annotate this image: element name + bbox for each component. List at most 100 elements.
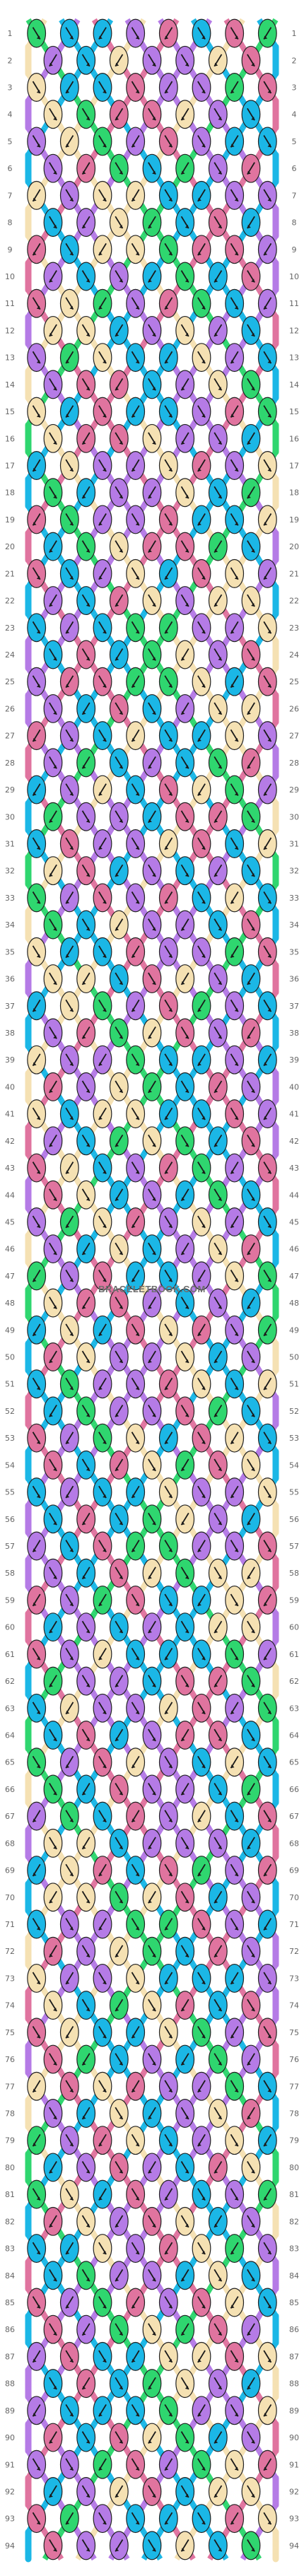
knot[interactable] (43, 1991, 63, 2020)
knot[interactable] (126, 2288, 146, 2317)
knot[interactable] (126, 1693, 146, 1723)
knot[interactable] (208, 2369, 228, 2399)
knot[interactable] (142, 2531, 162, 2560)
knot[interactable] (43, 856, 63, 886)
knot[interactable] (158, 937, 178, 966)
knot[interactable] (109, 153, 129, 183)
knot[interactable] (59, 721, 79, 751)
knot[interactable] (109, 478, 129, 508)
knot[interactable] (109, 1504, 129, 1534)
knot[interactable] (175, 2423, 195, 2452)
knot[interactable] (27, 558, 47, 588)
knot[interactable] (76, 1450, 96, 1480)
knot[interactable] (257, 937, 277, 966)
knot[interactable] (225, 180, 245, 210)
knot[interactable] (59, 2071, 79, 2101)
knot[interactable] (43, 478, 63, 508)
knot[interactable] (93, 127, 112, 156)
knot[interactable] (158, 829, 178, 858)
knot[interactable] (175, 964, 195, 994)
knot[interactable] (109, 208, 129, 238)
knot[interactable] (192, 73, 211, 103)
knot[interactable] (158, 1369, 178, 1399)
knot[interactable] (43, 423, 63, 453)
knot[interactable] (208, 2206, 228, 2236)
knot[interactable] (175, 532, 195, 561)
knot[interactable] (175, 2099, 195, 2128)
knot[interactable] (192, 1477, 211, 1507)
knot[interactable] (225, 721, 245, 751)
knot[interactable] (175, 1666, 195, 1696)
knot[interactable] (76, 208, 96, 238)
knot[interactable] (93, 667, 112, 696)
knot[interactable] (93, 1369, 112, 1399)
knot[interactable] (27, 288, 47, 318)
knot[interactable] (208, 2314, 228, 2344)
knot[interactable] (208, 2423, 228, 2452)
knot[interactable] (241, 856, 261, 886)
knot[interactable] (43, 1774, 63, 1804)
knot[interactable] (109, 1342, 129, 1372)
knot[interactable] (142, 1991, 162, 2020)
knot[interactable] (175, 802, 195, 831)
knot[interactable] (241, 100, 261, 129)
knot[interactable] (142, 1288, 162, 1318)
knot[interactable] (59, 18, 79, 48)
knot[interactable] (142, 1342, 162, 1372)
knot[interactable] (43, 2099, 63, 2128)
knot[interactable] (208, 100, 228, 129)
knot[interactable] (241, 45, 261, 75)
knot[interactable] (43, 315, 63, 345)
knot[interactable] (192, 1531, 211, 1561)
knot[interactable] (27, 2018, 47, 2047)
knot[interactable] (192, 1423, 211, 1453)
knot[interactable] (27, 1639, 47, 1669)
knot[interactable] (225, 558, 245, 588)
knot[interactable] (109, 1180, 129, 1210)
knot[interactable] (43, 2476, 63, 2506)
knot[interactable] (142, 423, 162, 453)
knot[interactable] (76, 423, 96, 453)
knot[interactable] (225, 1856, 245, 1885)
knot[interactable] (59, 1585, 79, 1615)
knot[interactable] (225, 1369, 245, 1399)
knot[interactable] (93, 1261, 112, 1291)
knot[interactable] (175, 640, 195, 669)
knot[interactable] (27, 613, 47, 643)
knot[interactable] (257, 1153, 277, 1183)
knot[interactable] (27, 235, 47, 264)
knot[interactable] (142, 693, 162, 723)
knot[interactable] (192, 721, 211, 751)
knot[interactable] (225, 1531, 245, 1561)
knot[interactable] (208, 2044, 228, 2074)
knot[interactable] (241, 1072, 261, 1101)
knot[interactable] (27, 2071, 47, 2101)
knot[interactable] (175, 45, 195, 75)
knot[interactable] (208, 262, 228, 291)
knot[interactable] (93, 1856, 112, 1885)
knot[interactable] (225, 2396, 245, 2425)
knot[interactable] (142, 2206, 162, 2236)
knot[interactable] (142, 1396, 162, 1426)
knot[interactable] (241, 2423, 261, 2452)
knot[interactable] (43, 2153, 63, 2182)
knot[interactable] (43, 2314, 63, 2344)
knot[interactable] (158, 343, 178, 373)
knot[interactable] (27, 721, 47, 751)
knot[interactable] (208, 640, 228, 669)
knot[interactable] (192, 1099, 211, 1129)
knot[interactable] (126, 1639, 146, 1669)
knot[interactable] (93, 235, 112, 264)
knot[interactable] (208, 964, 228, 994)
knot[interactable] (257, 1585, 277, 1615)
knot[interactable] (93, 1315, 112, 1345)
knot[interactable] (109, 45, 129, 75)
knot[interactable] (208, 1721, 228, 1750)
knot[interactable] (192, 1909, 211, 1939)
knot[interactable] (257, 613, 277, 643)
knot[interactable] (126, 1045, 146, 1075)
knot[interactable] (175, 2369, 195, 2399)
knot[interactable] (76, 2369, 96, 2399)
knot[interactable] (158, 2126, 178, 2155)
knot[interactable] (175, 748, 195, 778)
